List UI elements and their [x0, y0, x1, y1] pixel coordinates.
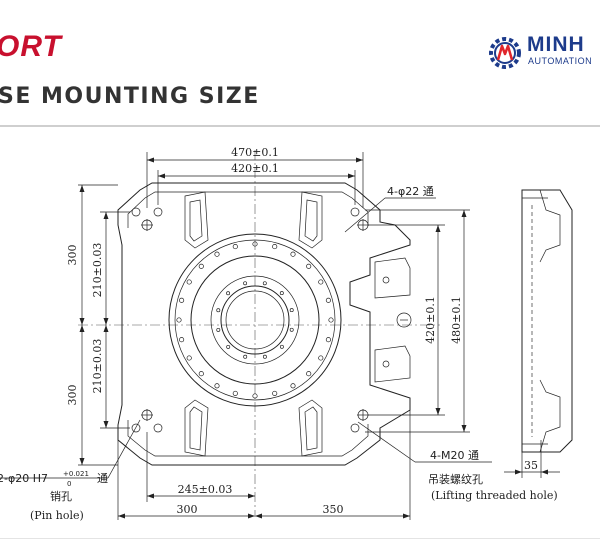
thread-hole-bottom-right [350, 423, 360, 433]
brand-wordmark: ORT [0, 30, 62, 63]
thread-hole-bottom-left [153, 423, 163, 433]
flange-bolt-hole [198, 263, 204, 269]
boss-small-hole [289, 327, 294, 332]
m20-en: (Lifting threaded hole) [431, 489, 558, 502]
dim-210-upper-label: 210±0.03 [91, 243, 104, 298]
slot-bottom-left [184, 399, 209, 457]
pad-hole-lower [382, 360, 390, 368]
thread-hole-top-left [153, 207, 163, 217]
dim-35-label: 35 [524, 459, 538, 472]
phi22-callout: 4-φ22 通 [387, 185, 434, 198]
m20-callout: 4-M20 通 [430, 449, 479, 462]
center-bore [220, 285, 290, 355]
boss-small-hole [289, 308, 294, 313]
mounting-holes [131, 207, 369, 433]
flange-bolt-hole [179, 297, 185, 303]
flange-bolt-hole [198, 371, 204, 377]
right-upper-pad [374, 257, 411, 299]
dim-470-label: 470±0.1 [231, 146, 279, 159]
boss-small-hole [226, 344, 231, 349]
pin-tol-top: +0.021 [63, 470, 89, 478]
slot-bottom-right [298, 399, 323, 457]
pin-hole-top [131, 207, 141, 217]
flange-bolt-hole [325, 337, 331, 343]
boss-small-hole [279, 344, 284, 349]
dim-300-upper-label: 300 [66, 245, 79, 266]
flange-bolt-hole [306, 263, 312, 269]
bore-counterbore [210, 275, 300, 365]
boss-small-hole [279, 291, 284, 296]
flange-bolt-hole [176, 317, 182, 323]
flange-bolt-hole [186, 355, 192, 361]
boss-small-hole [262, 354, 267, 359]
right-lower-pad [374, 345, 411, 383]
gear-logo-icon [489, 37, 521, 69]
boss-small-hole [262, 281, 267, 286]
flange-bolt-hole [272, 390, 278, 396]
pad-hole-upper [382, 276, 390, 284]
footer-rule [0, 538, 600, 539]
m20-cn: 吊装螺纹孔 [428, 472, 483, 486]
dim-210-lower-label: 210±0.03 [91, 339, 104, 394]
pin-hole-callout: 2-φ20 H7 [0, 472, 48, 485]
dim-420-top-label: 420±0.1 [231, 162, 279, 175]
flange-bolt-hole [232, 244, 238, 250]
pin-suffix: 通 [97, 472, 108, 485]
flange-bolt-hole [272, 244, 278, 250]
flange-bolt-hole [290, 383, 296, 389]
flange-bolt-hole [252, 393, 258, 399]
flange-bolt-hole [328, 317, 334, 323]
locating-boss [396, 312, 412, 328]
flange-bolt-hole [186, 279, 192, 285]
minh-automation-logo: MINH AUTOMATION [486, 33, 600, 73]
flange-bolt-hole [318, 279, 324, 285]
flange-outer-circle [168, 233, 342, 407]
flange-rim [174, 239, 336, 401]
thread-hole-top-right [350, 207, 360, 217]
center-bore-inner [225, 290, 285, 350]
flange-bolt-hole [290, 251, 296, 257]
flange-bolt-hole [318, 355, 324, 361]
slot-top-right [298, 191, 323, 249]
dim-245-label: 245±0.03 [178, 483, 233, 496]
dim-480-right-label: 480±0.1 [450, 296, 463, 344]
pin-hole-en: (Pin hole) [30, 509, 84, 522]
section-title: SE MOUNTING SIZE [0, 84, 260, 109]
pin-tol-bottom: 0 [67, 480, 71, 488]
boss-small-hole [243, 354, 248, 359]
flange-bolt-hole [179, 337, 185, 343]
boss-small-hole [216, 327, 221, 332]
pin-hole-cn: 销孔 [50, 489, 72, 503]
dim-300-lower-label: 300 [66, 385, 79, 406]
slot-top-left [184, 191, 209, 249]
flange-bolt-hole [232, 390, 238, 396]
base-inner-edge [127, 191, 369, 228]
flange-bolt-hole [214, 251, 220, 257]
logo-wordmark: MINH [527, 33, 585, 56]
flange-bolt-hole [325, 297, 331, 303]
boss-small-hole [216, 308, 221, 313]
boss-small-holes [216, 281, 294, 359]
pin-hole-bottom [131, 423, 141, 433]
side-view: 35 [504, 189, 573, 478]
flange-boss [190, 255, 320, 385]
flange-bolt-holes [176, 241, 334, 399]
boss-small-hole [243, 281, 248, 286]
flange-bolt-hole [306, 371, 312, 377]
dim-350-bottom-label: 350 [323, 503, 344, 516]
boss-small-hole [226, 291, 231, 296]
dim-300-bottom-label: 300 [177, 503, 198, 516]
dim-420-right-label: 420±0.1 [424, 296, 437, 344]
logo-subtitle: AUTOMATION [528, 56, 593, 66]
flange-bolt-hole [214, 383, 220, 389]
flange-bolt-hole [252, 241, 258, 247]
header-divider [0, 125, 600, 127]
base-inner-edge-lower [127, 420, 369, 457]
